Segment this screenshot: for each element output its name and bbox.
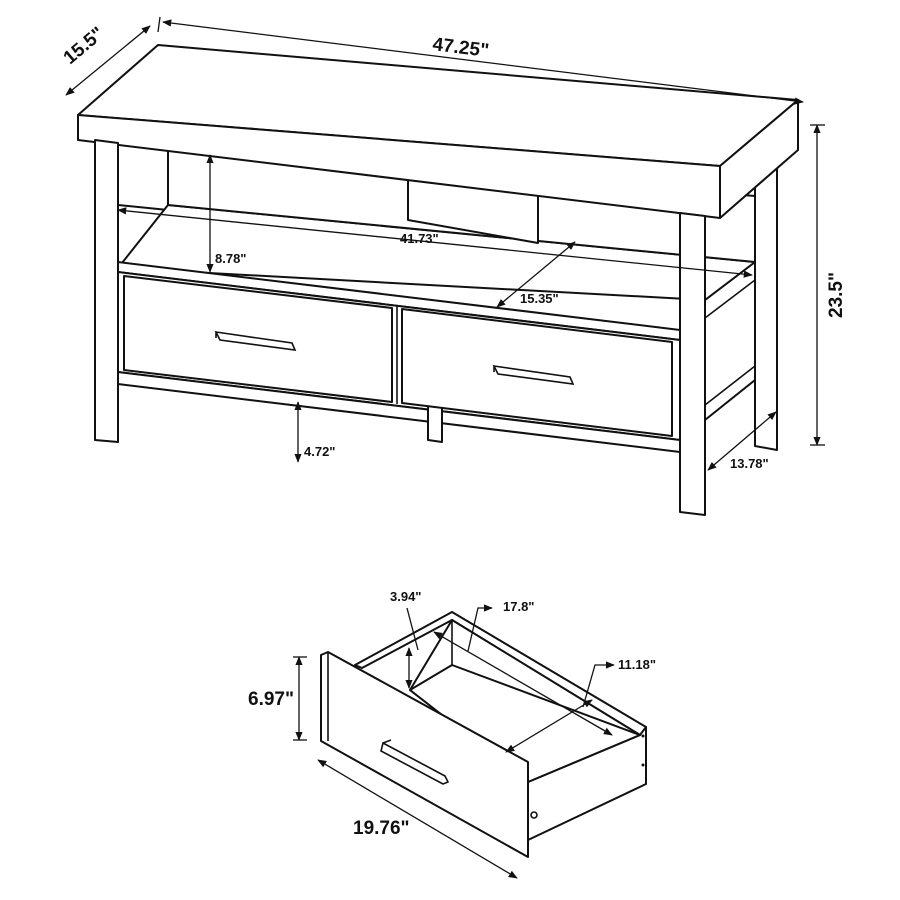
side-depth-label: 13.78" xyxy=(730,456,769,471)
console-dimension-lines xyxy=(65,16,825,471)
drawer-inner-length-label: 17.8" xyxy=(503,599,534,614)
width-label: 47.25" xyxy=(431,34,490,62)
drawer-dimension-lines xyxy=(293,604,615,879)
height-label: 23.5" xyxy=(826,272,847,318)
left-drawer-front xyxy=(123,275,393,403)
shelf-height-label: 8.78" xyxy=(215,251,246,266)
right-drawer-handle xyxy=(492,364,575,385)
drawer-front-width-label: 19.76" xyxy=(353,818,410,839)
depth-label: 15.5" xyxy=(60,23,109,69)
drawer-front-height-label: 6.97" xyxy=(248,689,294,710)
shelf-width-label: 41.73" xyxy=(400,231,439,246)
left-drawer-handle xyxy=(214,330,297,351)
console-body xyxy=(77,44,799,516)
drawer-inner-height-label: 3.94" xyxy=(390,589,421,604)
shelf-depth-label: 15.35" xyxy=(520,291,559,306)
drawer-inner-width-label: 11.18" xyxy=(618,657,656,672)
floor-clearance-label: 4.72" xyxy=(304,444,335,459)
